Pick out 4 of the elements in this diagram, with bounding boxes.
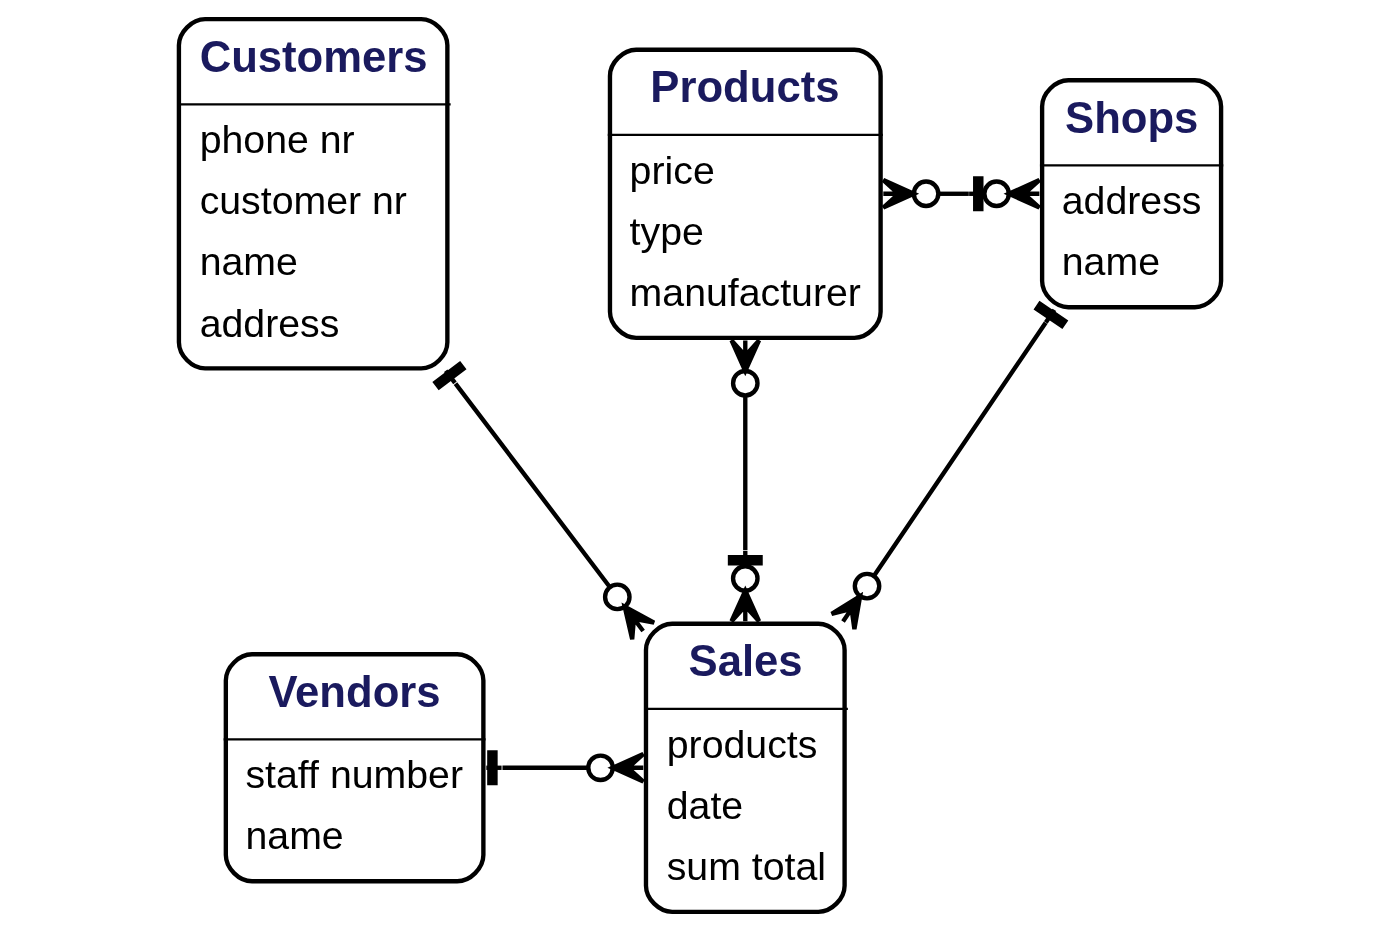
connector	[880, 176, 1042, 212]
connector	[828, 300, 1068, 632]
connector	[485, 750, 645, 786]
connector	[431, 360, 656, 642]
